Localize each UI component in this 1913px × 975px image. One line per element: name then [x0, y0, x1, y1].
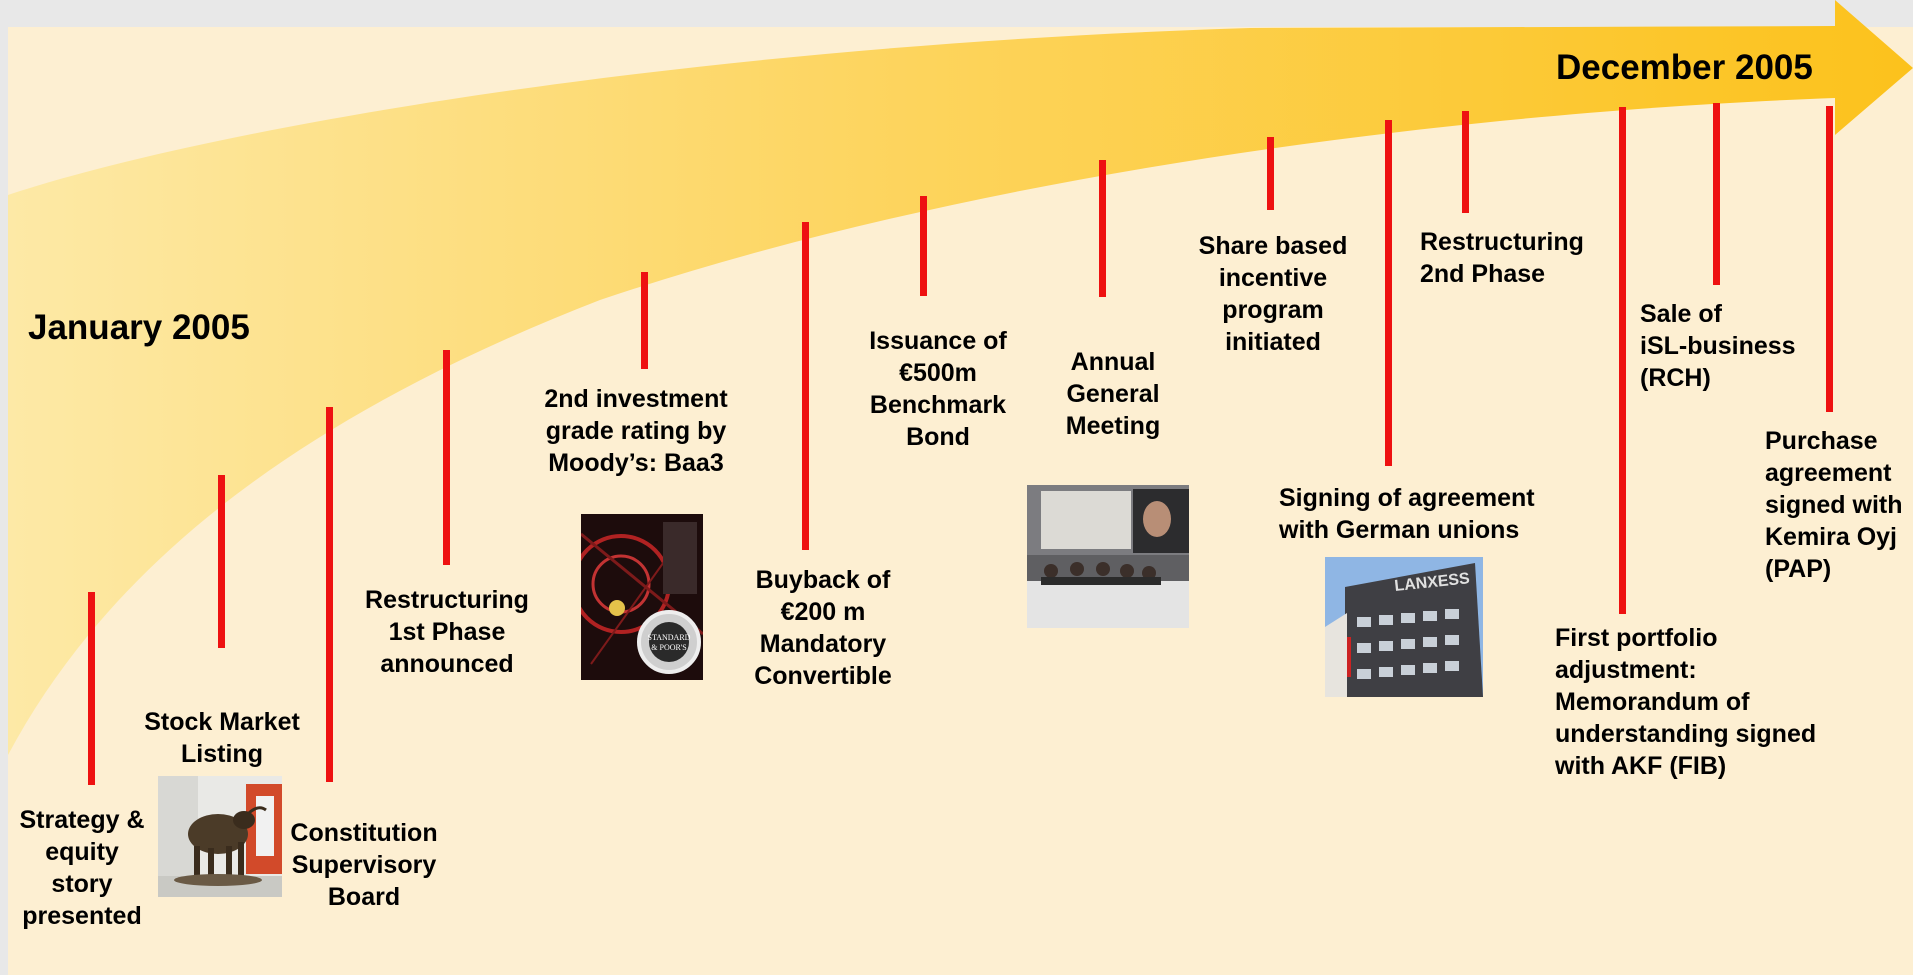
svg-text:& POOR'S: & POOR'S: [651, 643, 686, 652]
event-label-e12: First portfolio adjustment: Memorandum o…: [1555, 624, 1817, 780]
svg-text:STANDARD: STANDARD: [648, 633, 691, 642]
event-label-e05: 2nd investment grade rating by Moody’s: …: [544, 385, 728, 477]
marker-line-e12: [1619, 107, 1626, 614]
marker-line-e06: [802, 222, 809, 550]
end-date-label: December 2005: [1556, 48, 1813, 87]
event-label-e10: Signing of agreement with German unions: [1279, 484, 1535, 544]
event-label-e03: Constitution Supervisory Board: [290, 819, 438, 911]
curved-arrow-shape: [8, 0, 1913, 755]
event-label-e02: Stock Market Listing: [144, 708, 300, 768]
event-label-e06: Buyback of €200 m Mandatory Convertible: [754, 566, 892, 690]
event-label-e09: Share based incentive program initiated: [1198, 232, 1348, 356]
agm-stage-photo: [1027, 485, 1189, 628]
marker-line-e04: [443, 350, 450, 565]
start-date-label: January 2005: [28, 308, 250, 347]
marker-line-e05: [641, 272, 648, 369]
event-label-e04: Restructuring 1st Phase announced: [365, 586, 529, 678]
bull-statue-photo: [158, 776, 282, 897]
marker-line-e08: [1099, 160, 1106, 297]
marker-line-e10: [1385, 120, 1392, 466]
event-label-e08: Annual General Meeting: [1065, 348, 1161, 440]
marker-line-e01: [88, 592, 95, 785]
marker-line-e02: [218, 475, 225, 648]
marker-line-e13: [1713, 103, 1720, 285]
event-label-e13: Sale of iSL-business (RCH): [1640, 300, 1796, 392]
event-label-e07: Issuance of €500m Benchmark Bond: [869, 327, 1007, 451]
event-label-e01: Strategy & equity story presented: [19, 806, 145, 930]
marker-line-e09: [1267, 137, 1274, 210]
marker-line-e07: [920, 196, 927, 296]
marker-line-e11: [1462, 111, 1469, 213]
marker-line-e03: [326, 407, 333, 782]
marker-line-e14: [1826, 106, 1833, 412]
standard-and-poors-photo: STANDARD & POOR'S: [581, 514, 703, 680]
lanxess-building-photo: LANXESS: [1325, 557, 1483, 697]
event-label-e14: Purchase agreement signed with Kemira Oy…: [1765, 427, 1903, 583]
event-label-e11: Restructuring 2nd Phase: [1420, 228, 1584, 288]
